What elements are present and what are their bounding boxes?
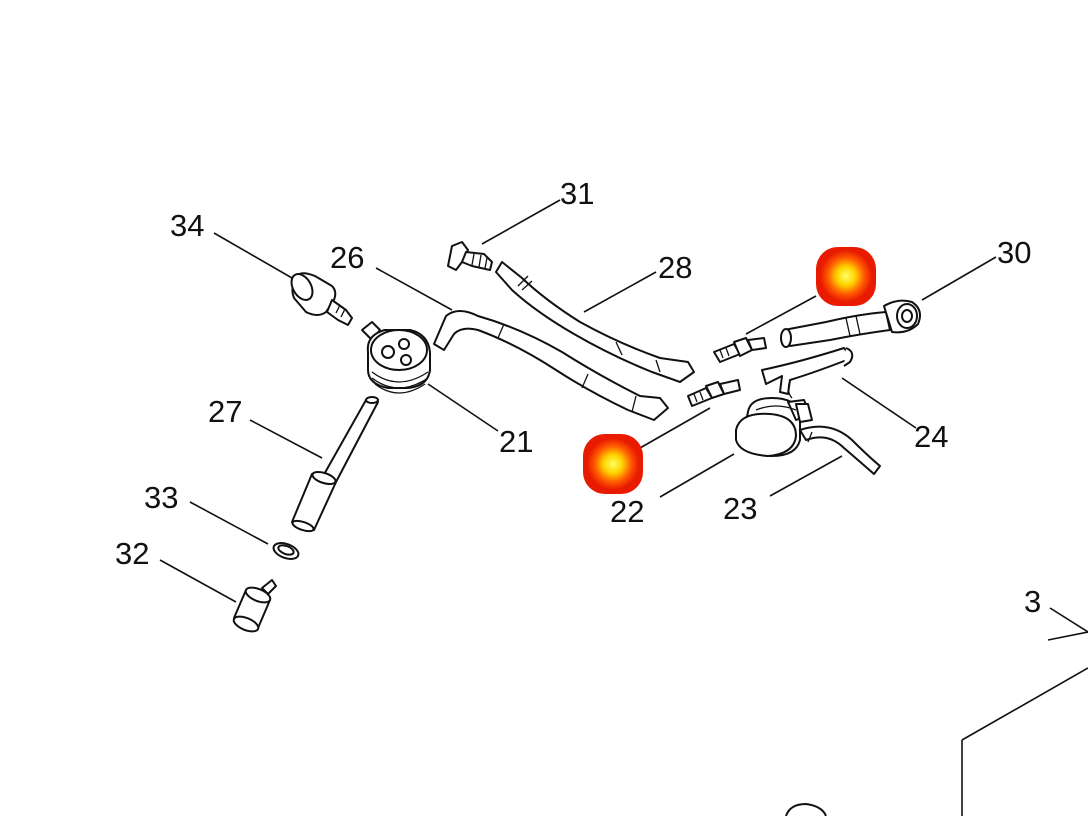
hotspot-lower[interactable] <box>583 434 643 494</box>
label-part-22: 22 <box>610 494 644 529</box>
part-27-tube <box>291 396 379 533</box>
label-part-32: 32 <box>115 536 149 571</box>
connector-upper <box>713 337 767 363</box>
part-24-hose <box>761 347 854 399</box>
label-part-30: 30 <box>997 235 1031 270</box>
hotspot-upper[interactable] <box>816 247 876 306</box>
label-part-34: 34 <box>170 208 204 243</box>
part-28-hose <box>495 261 695 383</box>
part-31-elbow <box>447 241 493 271</box>
label-part-24: 24 <box>914 419 948 454</box>
part-30-hose-fitting <box>780 299 921 348</box>
label-part-27: 27 <box>208 394 242 429</box>
part-26-hose <box>433 310 669 421</box>
part-22-priming-bulb <box>735 397 813 457</box>
frame-outline <box>785 631 1088 816</box>
label-part-3: 3 <box>1024 584 1041 619</box>
label-part-33: 33 <box>144 480 178 515</box>
label-part-26: 26 <box>330 240 364 275</box>
label-part-31: 31 <box>560 176 594 211</box>
part-33-ring <box>272 542 300 560</box>
label-part-21: 21 <box>499 424 533 459</box>
connector-lower <box>687 379 741 407</box>
part-21-filter-head <box>361 321 431 394</box>
label-part-28: 28 <box>658 250 692 285</box>
part-34-fitting <box>290 272 353 326</box>
part-32-end-cap <box>232 579 277 633</box>
part-23-hose <box>799 425 881 475</box>
leader-lines <box>159 199 1088 633</box>
label-part-23: 23 <box>723 491 757 526</box>
